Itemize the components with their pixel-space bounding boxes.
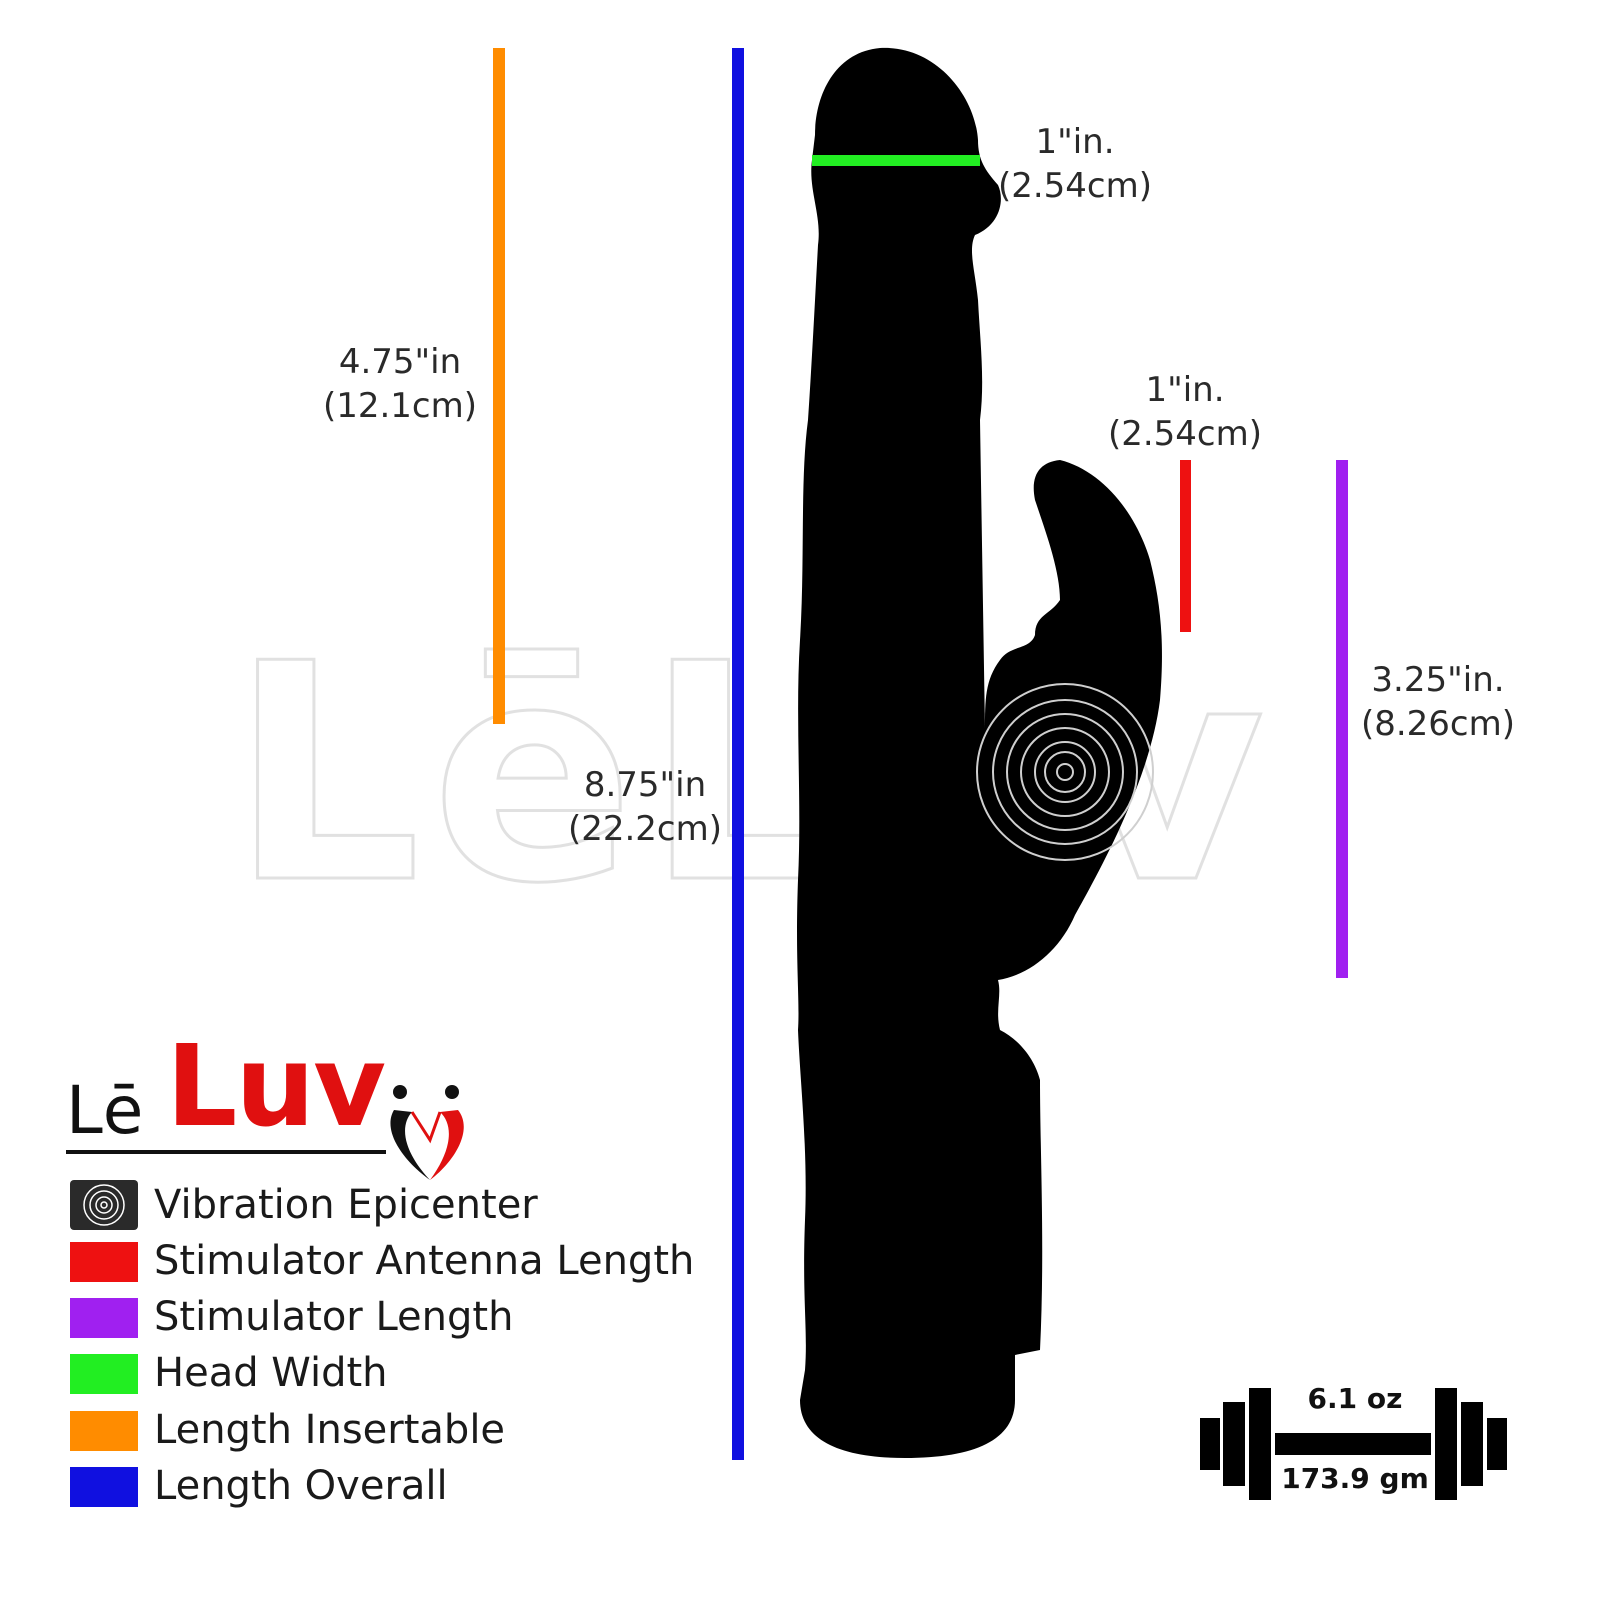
legend-label: Vibration Epicenter [154,1182,538,1228]
heart-logo-icon [390,1085,464,1180]
insertable-cm: (12.1cm) [322,386,478,426]
stimulator-cm: (8.26cm) [1360,704,1516,744]
legend-swatch [70,1354,138,1394]
legend-swatch [70,1467,138,1507]
stimulator-label: 3.25"in. (8.26cm) [1338,658,1538,746]
weight-oz: 6.1 oz [1307,1382,1403,1415]
insertable-line [493,48,505,724]
vibration-epicenter-icon [976,683,1154,861]
brand-name: Luv [166,1022,386,1152]
overall-label: 8.75"in (22.2cm) [545,763,745,851]
legend-label: Head Width [154,1350,388,1396]
logo-underline [66,1150,386,1154]
head-width-label: 1"in. (2.54cm) [975,120,1175,208]
stimulator-line [1336,460,1348,978]
head-width-line [812,155,980,166]
legend-label: Length Insertable [154,1407,506,1453]
head-width-in: 1"in. [1035,122,1115,162]
brand-logo: Lē Luv [62,1022,482,1190]
antenna-line [1180,460,1191,632]
dumbbell-icon [1200,1388,1507,1500]
legend-swatch [70,1298,138,1338]
legend-swatch [70,1411,138,1451]
antenna-in: 1"in. [1145,370,1225,410]
antenna-cm: (2.54cm) [1107,414,1263,454]
stimulator-in: 3.25"in. [1371,660,1505,700]
brand-prefix: Lē [66,1072,144,1149]
weight-gm: 173.9 gm [1281,1462,1429,1495]
legend-swatch [70,1242,138,1282]
legend-label: Stimulator Length [154,1294,514,1340]
insertable-label: 4.75"in (12.1cm) [300,340,500,428]
vibration-icon [70,1180,138,1230]
insertable-in: 4.75"in [338,342,462,382]
legend-label: Length Overall [154,1463,448,1509]
overall-cm: (22.2cm) [567,809,723,849]
antenna-label: 1"in. (2.54cm) [1085,368,1285,456]
overall-in: 8.75"in [583,765,707,805]
legend-label: Stimulator Antenna Length [154,1238,695,1284]
overall-line [732,48,744,1460]
head-width-cm: (2.54cm) [997,166,1153,206]
